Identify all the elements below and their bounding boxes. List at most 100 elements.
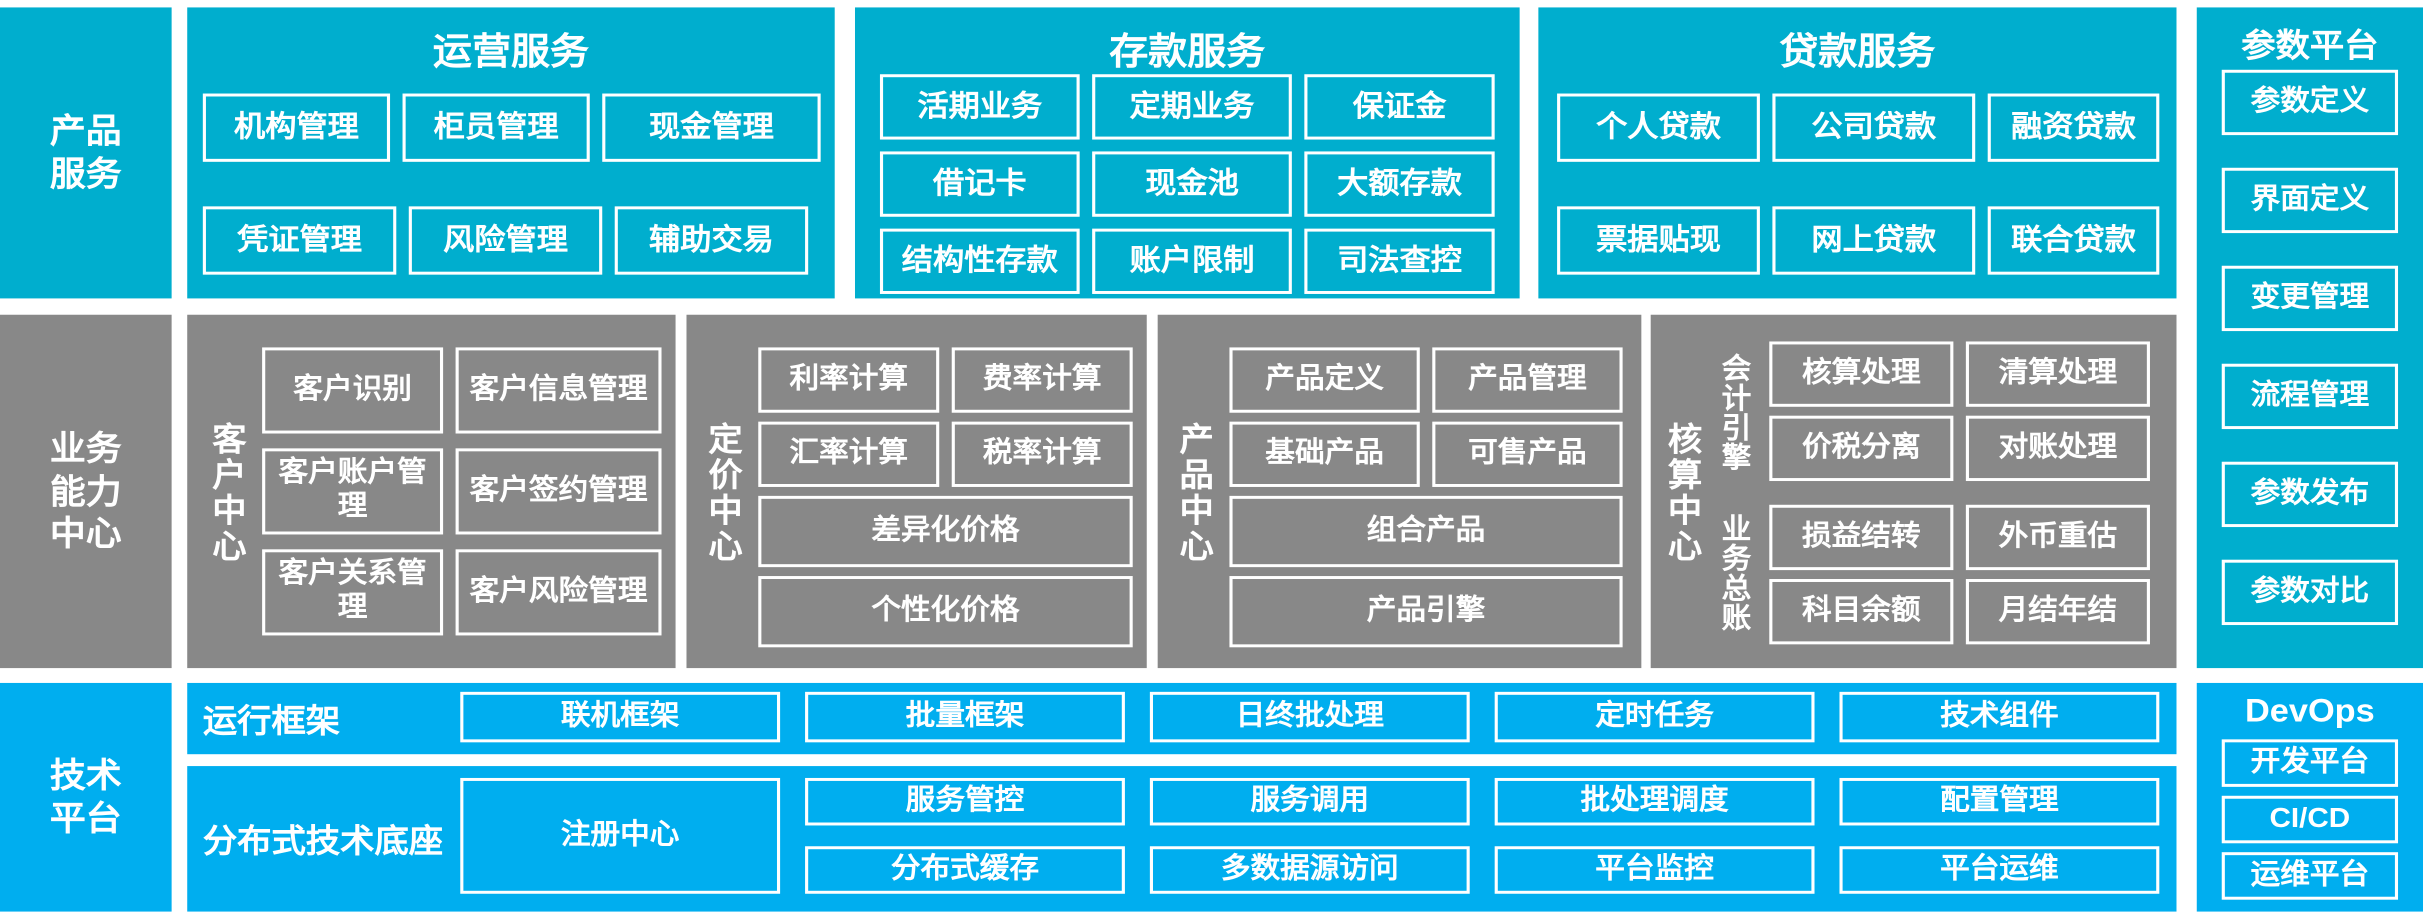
tech-box-分布式缓存[interactable]: 分布式缓存: [805, 846, 1125, 894]
group-deposit-service: 存款服务 活期业务 定期业务 保证金 借记卡 现金池 大额存款 结构性存款 账户…: [854, 7, 1520, 299]
sub-label-业务总账: 业务总账: [1717, 513, 1750, 633]
capability-box-基础产品[interactable]: 基础产品: [1229, 421, 1420, 487]
layer-label-technical-platform-text: 技术 平台: [49, 756, 122, 838]
tech-box-配置管理[interactable]: 配置管理: [1839, 777, 2160, 826]
service-box-票据贴现[interactable]: 票据贴现: [1557, 206, 1760, 275]
capability-box-月结年结[interactable]: 月结年结: [1965, 579, 2150, 645]
devops-box-运维平台[interactable]: 运维平台: [2221, 852, 2399, 900]
layer-label-product-service-text: 产品 服务: [49, 111, 122, 194]
param-box-变更管理[interactable]: 变更管理: [2221, 265, 2399, 332]
group-title-loan-service: 贷款服务: [1779, 31, 1936, 73]
layer-label-product-service: 产品 服务: [0, 7, 172, 299]
service-box-保证金[interactable]: 保证金: [1304, 74, 1495, 140]
capability-box-核算处理[interactable]: 核算处理: [1769, 341, 1954, 407]
service-box-个人贷款[interactable]: 个人贷款: [1557, 93, 1760, 162]
panel-devops: DevOps 开发平台 CI/CD 运维平台: [2196, 682, 2423, 912]
param-box-界面定义[interactable]: 界面定义: [2221, 167, 2399, 234]
param-box-流程管理[interactable]: 流程管理: [2221, 363, 2399, 430]
service-box-账户限制[interactable]: 账户限制: [1092, 228, 1292, 294]
center-pricing: 定价中心 利率计算 费率计算 汇率计算 税率计算 差异化价格 个性化价格: [686, 314, 1147, 669]
center-product: 产品中心 产品定义 产品管理 基础产品 可售产品 组合产品 产品引擎: [1157, 314, 1642, 669]
tech-box-定时任务[interactable]: 定时任务: [1494, 691, 1815, 743]
capability-box-科目余额[interactable]: 科目余额: [1769, 579, 1954, 645]
tech-box-联机框架[interactable]: 联机框架: [460, 691, 781, 743]
tech-box-多数据源访问[interactable]: 多数据源访问: [1149, 846, 1470, 894]
service-box-风险管理[interactable]: 风险管理: [408, 206, 603, 275]
tech-box-服务调用[interactable]: 服务调用: [1149, 777, 1470, 826]
tech-box-批处理调度[interactable]: 批处理调度: [1494, 777, 1815, 826]
capability-box-个性化价格[interactable]: 个性化价格: [758, 576, 1133, 648]
param-box-参数发布[interactable]: 参数发布: [2221, 461, 2399, 528]
param-box-参数对比[interactable]: 参数对比: [2221, 559, 2399, 626]
capability-box-客户风险管理[interactable]: 客户风险管理: [455, 549, 662, 636]
service-box-现金管理[interactable]: 现金管理: [602, 93, 821, 162]
tech-box-注册中心[interactable]: 注册中心: [460, 777, 781, 894]
group-title-operation-service: 运营服务: [432, 31, 589, 73]
group-operation-service: 运营服务 机构管理 柜员管理 现金管理 凭证管理 风险管理 辅助交易: [187, 7, 835, 299]
devops-box-开发平台[interactable]: 开发平台: [2221, 739, 2399, 787]
tech-row-label-分布式技术底座: 分布式技术底座: [202, 822, 444, 860]
service-box-结构性存款[interactable]: 结构性存款: [879, 228, 1080, 294]
tech-box-批量框架[interactable]: 批量框架: [805, 691, 1125, 743]
service-box-柜员管理[interactable]: 柜员管理: [402, 93, 590, 162]
service-box-活期业务[interactable]: 活期业务: [879, 74, 1080, 140]
panel-title-devops: DevOps: [2245, 691, 2375, 729]
service-box-机构管理[interactable]: 机构管理: [202, 93, 391, 162]
service-box-融资贷款[interactable]: 融资贷款: [1987, 93, 2160, 162]
tech-box-服务管控[interactable]: 服务管控: [805, 777, 1125, 826]
layer-label-business-capability-text: 业务 能力 中心: [49, 428, 122, 553]
capability-box-产品管理[interactable]: 产品管理: [1432, 347, 1623, 413]
group-title-deposit-service: 存款服务: [1109, 31, 1266, 73]
capability-box-差异化价格[interactable]: 差异化价格: [758, 495, 1133, 568]
service-box-定期业务[interactable]: 定期业务: [1092, 74, 1292, 140]
service-box-借记卡[interactable]: 借记卡: [879, 151, 1080, 217]
param-box-参数定义[interactable]: 参数定义: [2221, 69, 2399, 136]
group-loan-service: 贷款服务 个人贷款 公司贷款 融资贷款 票据贴现 网上贷款 联合贷款: [1538, 7, 2177, 299]
capability-box-损益结转[interactable]: 损益结转: [1769, 504, 1954, 571]
service-box-公司贷款[interactable]: 公司贷款: [1772, 93, 1976, 162]
service-box-大额存款[interactable]: 大额存款: [1304, 151, 1495, 217]
capability-box-客户签约管理[interactable]: 客户签约管理: [455, 448, 662, 535]
capability-box-费率计算[interactable]: 费率计算: [951, 347, 1133, 413]
sub-label-会计引擎: 会计引擎: [1717, 353, 1750, 473]
tech-box-技术组件[interactable]: 技术组件: [1839, 691, 2160, 743]
capability-box-客户关系管理[interactable]: 客户关系管理: [262, 549, 444, 636]
service-box-辅助交易[interactable]: 辅助交易: [614, 206, 809, 275]
tech-row-runtime-framework: 运行框架 联机框架 批量框架 日终批处理 定时任务 技术组件: [187, 682, 2177, 755]
capability-box-客户识别[interactable]: 客户识别: [262, 347, 444, 434]
service-box-联合贷款[interactable]: 联合贷款: [1987, 206, 2160, 275]
tech-box-平台运维[interactable]: 平台运维: [1839, 846, 2160, 894]
capability-box-价税分离[interactable]: 价税分离: [1769, 415, 1954, 482]
tech-row-label-运行框架: 运行框架: [202, 702, 341, 740]
capability-box-汇率计算[interactable]: 汇率计算: [758, 421, 940, 487]
service-box-现金池[interactable]: 现金池: [1092, 151, 1292, 217]
capability-box-产品引擎[interactable]: 产品引擎: [1229, 576, 1623, 648]
center-label-定价中心: 定价中心: [703, 421, 743, 565]
tech-box-日终批处理[interactable]: 日终批处理: [1149, 691, 1470, 743]
tech-row-distributed-base: 分布式技术底座 注册中心 服务管控 服务调用 批处理调度 配置管理 分布式缓存 …: [187, 766, 2177, 912]
panel-parameter-platform: 参数平台 参数定义 界面定义 变更管理 流程管理 参数发布 参数对比: [2196, 7, 2423, 669]
panel-title-parameter-platform: 参数平台: [2241, 26, 2379, 64]
capability-box-对账处理[interactable]: 对账处理: [1965, 415, 2150, 482]
capability-box-税率计算[interactable]: 税率计算: [951, 421, 1133, 487]
capability-box-可售产品[interactable]: 可售产品: [1432, 421, 1623, 487]
layer-label-business-capability: 业务 能力 中心: [0, 314, 172, 669]
service-box-网上贷款[interactable]: 网上贷款: [1772, 206, 1976, 275]
capability-box-组合产品[interactable]: 组合产品: [1229, 495, 1623, 568]
capability-box-利率计算[interactable]: 利率计算: [758, 347, 940, 413]
capability-box-客户信息管理[interactable]: 客户信息管理: [455, 347, 662, 434]
center-label-客户中心: 客户中心: [207, 421, 247, 565]
devops-box-cicd[interactable]: CI/CD: [2221, 795, 2399, 844]
capability-box-清算处理[interactable]: 清算处理: [1965, 341, 2150, 407]
capability-box-客户账户管理[interactable]: 客户账户管理: [262, 448, 444, 535]
capability-box-外币重估[interactable]: 外币重估: [1965, 504, 2150, 571]
capability-box-产品定义[interactable]: 产品定义: [1229, 347, 1420, 413]
service-box-司法查控[interactable]: 司法查控: [1304, 228, 1495, 294]
center-label-产品中心: 产品中心: [1174, 421, 1214, 565]
service-box-凭证管理[interactable]: 凭证管理: [202, 206, 397, 275]
layer-label-technical-platform: 技术 平台: [0, 682, 172, 912]
center-label-核算中心: 核算中心: [1663, 421, 1703, 565]
center-customer: 客户中心 客户识别 客户信息管理 客户账户管理 客户签约管理 客户关系管理 客户…: [187, 314, 676, 669]
tech-box-平台监控[interactable]: 平台监控: [1494, 846, 1815, 894]
